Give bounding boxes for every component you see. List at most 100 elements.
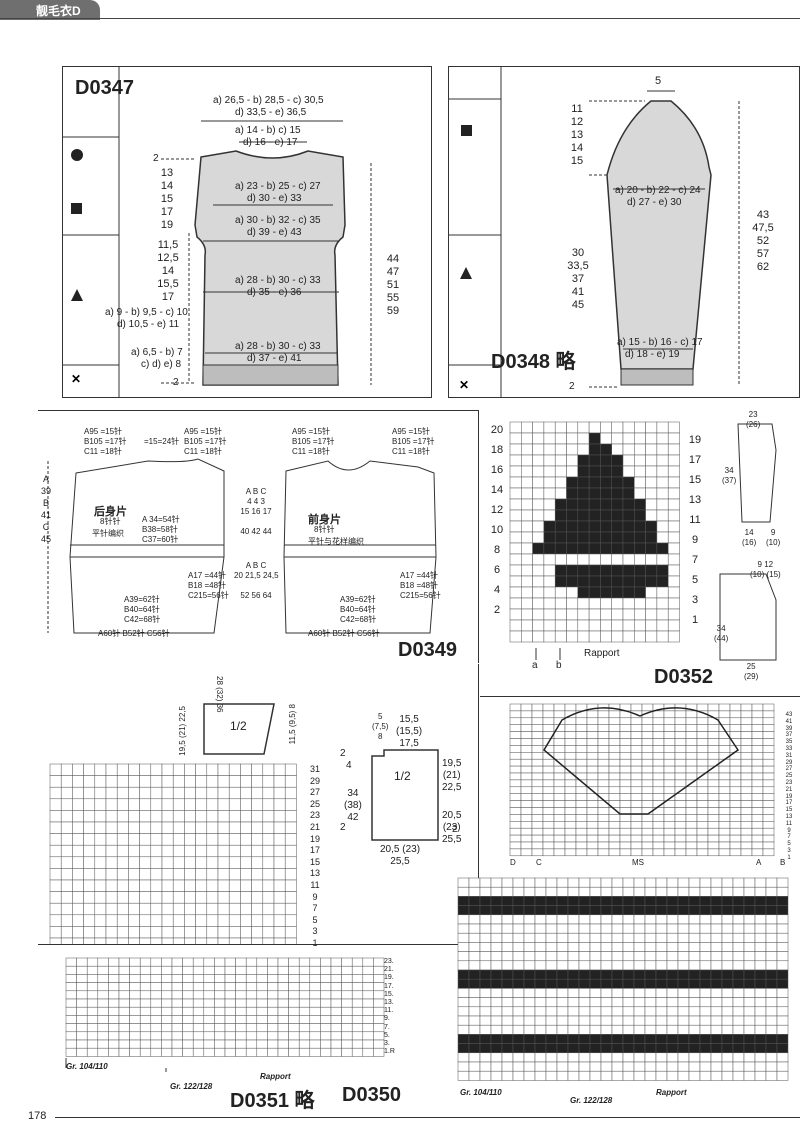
grid-cell [267,1006,279,1016]
grid-cell [553,772,566,781]
grid-cell [509,821,522,829]
grid-cell [509,619,522,632]
grid-cell [619,827,632,836]
grid-cell [284,868,297,881]
grid-cell [277,957,289,967]
grid-cell [553,821,566,829]
grid-cell [655,969,668,980]
grid-cell [240,879,252,892]
grid-cell [543,520,556,533]
grid-cell [139,856,152,869]
grid-cell [577,564,590,577]
grid-cell [677,932,690,943]
grid-cell [633,988,646,998]
d0349-back-title: 后身片 [94,506,127,518]
grid-cell [83,868,96,881]
grid-cell [588,520,601,533]
grid-cell [718,752,731,760]
grid-cell [630,745,643,753]
grid-cell [184,868,196,881]
grid-cell [330,1031,342,1041]
grid-cell [284,763,297,776]
grid-cell [245,990,258,1000]
grid-cell [696,717,709,725]
grid-cell [732,997,745,1008]
grid-cell [49,926,62,939]
grid-cell [663,738,676,746]
grid-cell [600,969,613,980]
grid-cell [732,988,745,998]
grid-cell [171,1047,183,1057]
num: 45 [571,299,585,311]
d0350-sch-r2: 20,5(23)25,5 [442,810,461,846]
grid-cell [523,1061,536,1072]
grid-cell [688,1034,701,1044]
d0347-waist2: d) 35 - e) 36 [247,287,302,298]
grid-cell [457,923,470,934]
grid-cell [273,879,286,892]
grid-cell [86,998,99,1008]
grid-cell [578,942,591,952]
grid-cell [171,974,183,983]
grid-cell [116,844,129,858]
grid-cell [341,982,353,992]
grid-cell [509,827,522,836]
grid-cell [553,814,566,822]
grid-cell [776,1052,789,1063]
num: 41 [40,510,51,520]
grid-cell [688,1052,701,1063]
grid-cell [542,807,555,815]
grid-cell [457,978,470,989]
num: 43 [756,209,770,221]
grid-cell [707,800,720,808]
grid-cell [652,793,665,801]
grid-cell [105,926,118,939]
grid-cell [520,745,533,753]
grid-cell [545,932,558,943]
grid-cell [217,879,230,892]
num: 3 [312,926,318,937]
grid-cell [139,974,152,983]
num: 7 [691,554,699,566]
grid-cell [718,779,731,788]
grid-cell [284,786,297,800]
grid-cell [630,834,643,843]
grid-cell [520,841,533,850]
num: 42 [251,527,261,536]
grid-cell [619,841,632,850]
grid-cell [532,608,545,621]
grid-cell [666,905,679,916]
grid-cell [262,844,275,858]
grid-cell [707,814,720,822]
num: 15 [785,807,793,814]
grid-cell [732,942,745,952]
knit-br-gr2: Gr. 122/128 [570,1096,613,1105]
grid-cell [754,1052,767,1063]
grid-cell [235,1006,247,1016]
grid-cell [622,905,635,916]
grid-cell [600,509,612,522]
grid-cell [622,564,635,577]
grid-cell [251,844,264,858]
grid-cell [567,951,580,962]
grid-cell [762,841,775,850]
num: 21,5 [245,571,261,580]
grid-cell [532,421,545,434]
grid-cell [597,724,610,732]
num: 2 [493,604,501,616]
grid-cell [129,957,141,967]
grid-cell [521,421,533,434]
grid-cell [718,703,731,712]
grid-cell [468,1034,481,1044]
grid-cell [554,476,567,489]
d0349-back-b: B105 =17针 [84,437,127,446]
grid-cell [677,988,690,998]
grid-cell [577,454,590,467]
grid-cell [685,710,698,719]
d0349-back-c-r: C11 =18针 [184,447,222,456]
grid-cell [192,998,205,1008]
grid-cell [553,848,566,857]
grid-cell [545,1052,558,1063]
grid-cell [721,1024,734,1035]
num: 5 [378,712,383,721]
